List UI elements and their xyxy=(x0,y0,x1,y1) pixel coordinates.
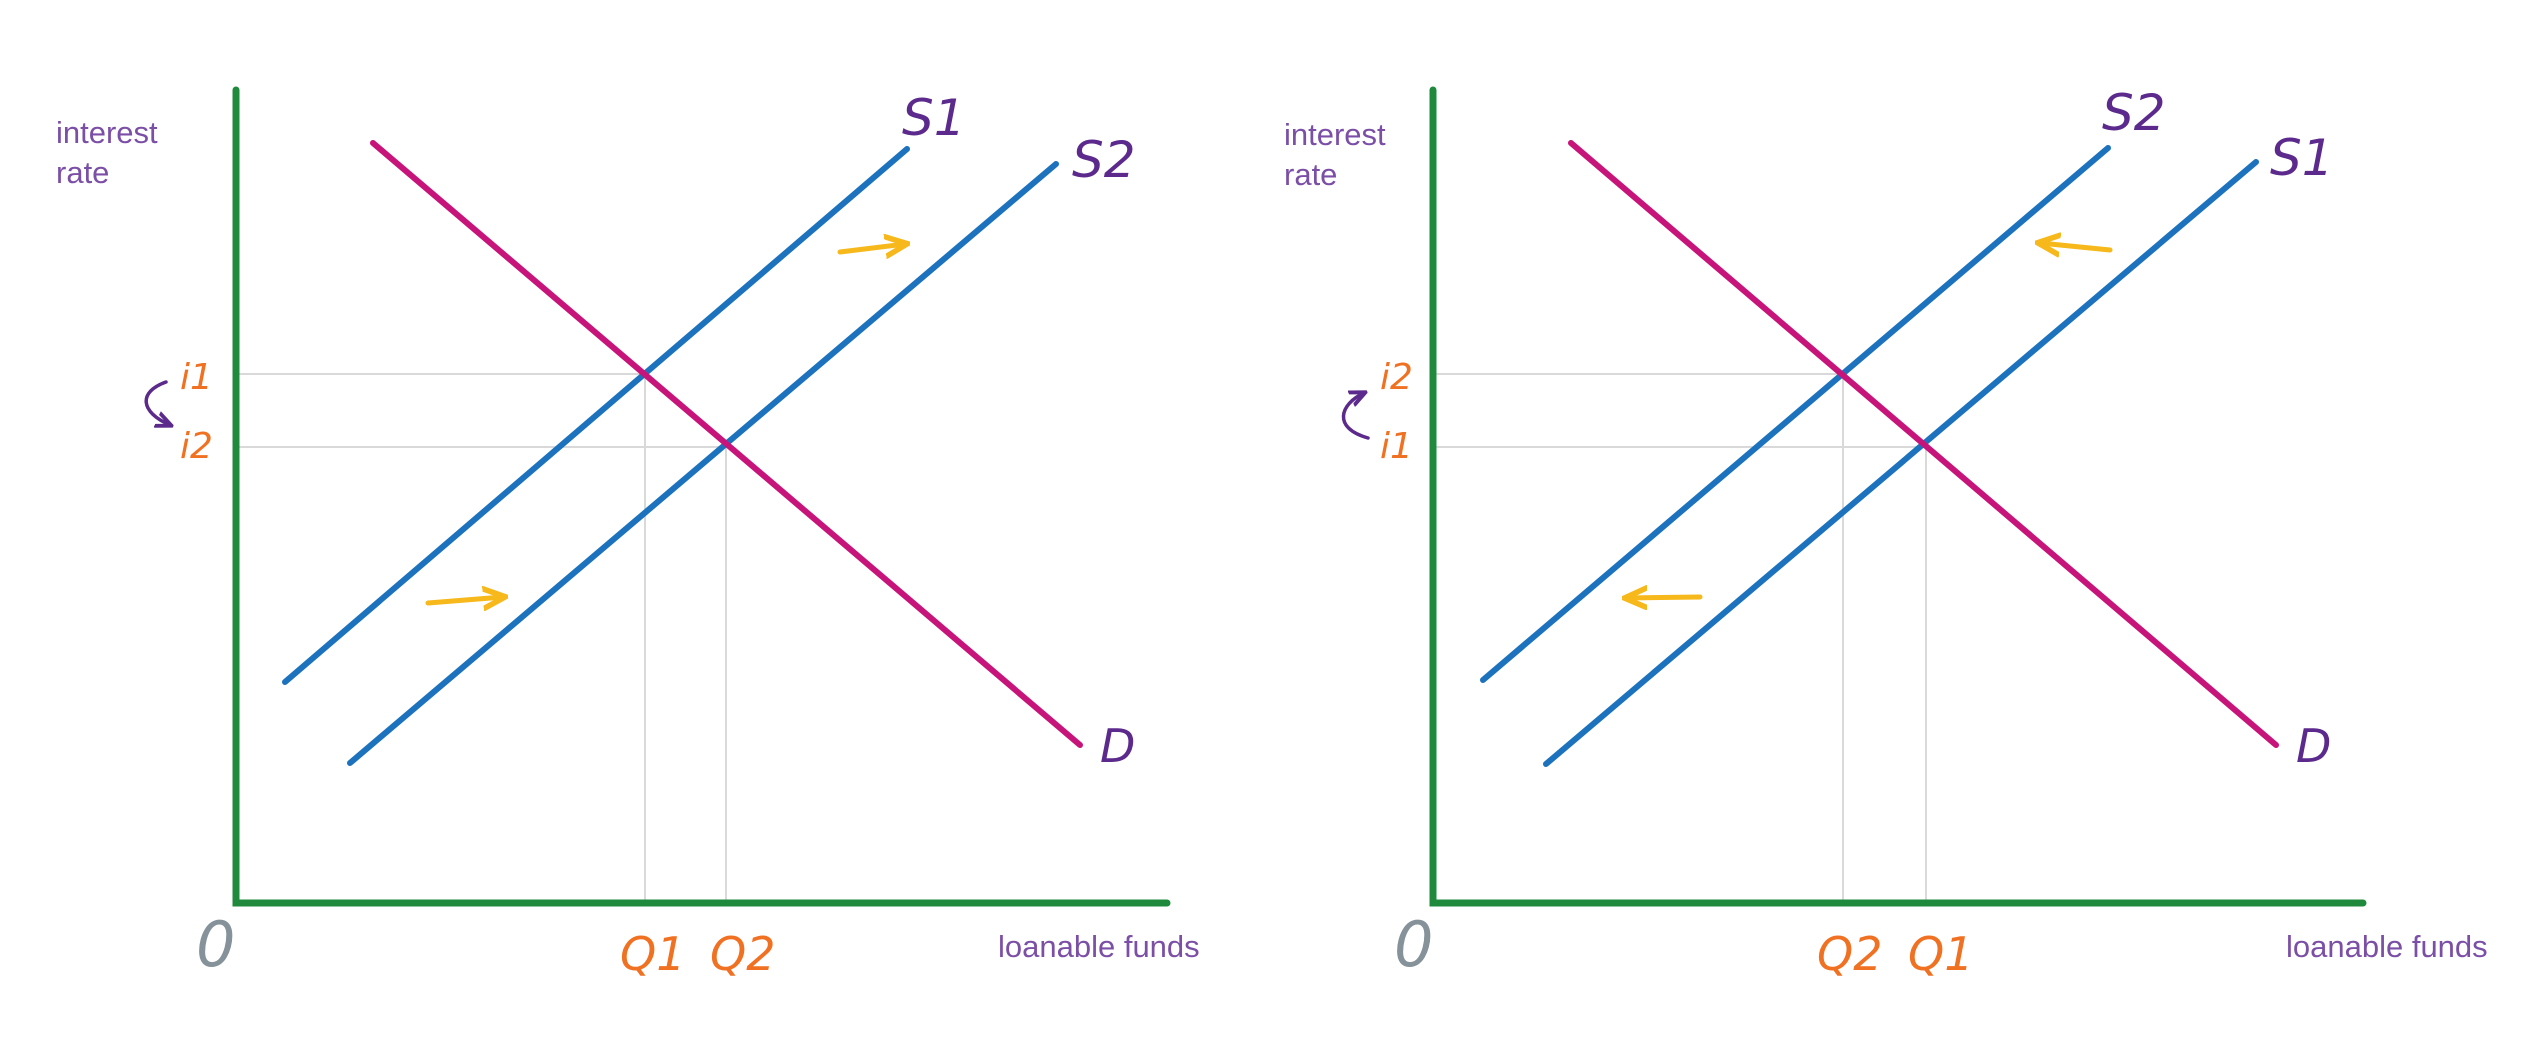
equilibrium-guides xyxy=(236,373,727,902)
supply-curve-s2 xyxy=(347,161,1059,766)
panel-supply-decrease: interest rate loanable funds 0 D S2 S1 i… xyxy=(1284,84,2488,981)
y-axis-label-line2: rate xyxy=(1284,157,1337,192)
rate-change-curl-icon xyxy=(1341,393,1368,440)
supply-s1-label: S1 xyxy=(902,89,966,147)
y-axis-label-line2: rate xyxy=(56,155,109,190)
y-axis-label-line1: interest xyxy=(56,115,158,150)
demand-curve xyxy=(1568,140,2279,748)
rate-i2-label: i2 xyxy=(1380,357,1413,398)
supply-s2-label: S2 xyxy=(1072,131,1136,189)
rate-i1-label: i1 xyxy=(180,357,213,398)
panel-supply-increase: interest rate loanable funds 0 D S1 S2 i… xyxy=(56,86,1200,981)
demand-label: D xyxy=(2296,719,2331,773)
x-axis-label: loanable funds xyxy=(998,929,1200,964)
x-axis-label: loanable funds xyxy=(2286,929,2488,964)
shift-arrow-upper xyxy=(2040,243,2113,250)
demand-label: D xyxy=(1100,719,1135,773)
origin-label: 0 xyxy=(1394,908,1433,981)
supply-curve-s1 xyxy=(1543,159,2259,767)
quantity-q2-label: Q2 xyxy=(1817,927,1882,981)
y-axis-label-line1: interest xyxy=(1284,117,1386,152)
shift-arrow-upper xyxy=(837,244,905,252)
supply-s2-label: S2 xyxy=(2102,84,2166,142)
shift-arrow-lower xyxy=(425,597,503,603)
rate-i2-label: i2 xyxy=(180,426,213,467)
supply-curve-s1 xyxy=(282,146,910,685)
origin-label: 0 xyxy=(196,908,235,981)
supply-curve-s2 xyxy=(1480,145,2111,683)
quantity-q2-label: Q2 xyxy=(710,927,775,981)
shift-arrow-lower xyxy=(1627,597,1703,598)
supply-s1-label: S1 xyxy=(2270,129,2334,187)
rate-change-curl-icon xyxy=(144,380,170,425)
demand-curve xyxy=(370,140,1083,748)
axes xyxy=(1429,86,2367,907)
rate-i1-label: i1 xyxy=(1380,426,1413,467)
equilibrium-guides xyxy=(1433,373,1927,902)
quantity-q1-label: Q1 xyxy=(620,927,685,981)
axes xyxy=(232,86,1171,907)
quantity-q1-label: Q1 xyxy=(1908,927,1973,981)
